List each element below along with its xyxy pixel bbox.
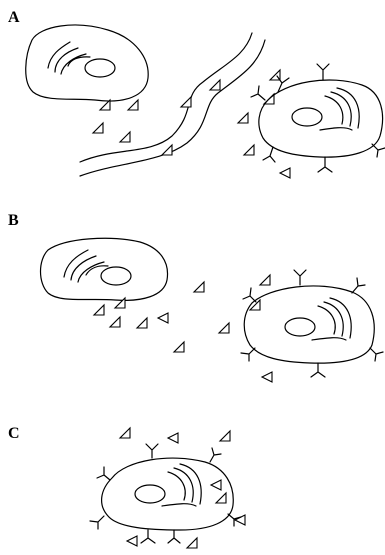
cell-membrane bbox=[259, 80, 383, 157]
signal-triangle bbox=[181, 97, 191, 107]
target-cell-b bbox=[241, 270, 383, 377]
golgi-icon bbox=[312, 298, 351, 340]
signal-triangle bbox=[120, 428, 130, 438]
golgi-icon bbox=[320, 88, 359, 130]
nucleus-icon bbox=[292, 108, 322, 126]
signal-triangle bbox=[120, 132, 130, 142]
receptor-icon bbox=[352, 278, 365, 293]
receptor-icon bbox=[141, 530, 155, 543]
signal-triangle bbox=[168, 433, 178, 443]
secreting-cell-a bbox=[26, 25, 148, 101]
receptor-icon bbox=[294, 270, 306, 285]
signal-triangle bbox=[216, 493, 226, 503]
panel-b: B bbox=[8, 212, 383, 382]
panel-c: C bbox=[8, 425, 245, 548]
signal-triangle bbox=[238, 113, 248, 123]
signal-triangle bbox=[235, 515, 245, 525]
receptor-icon bbox=[97, 467, 110, 480]
signal-triangle bbox=[174, 342, 184, 352]
signal-triangle bbox=[137, 318, 147, 328]
nucleus-icon bbox=[135, 485, 165, 503]
nucleus-icon bbox=[285, 318, 315, 336]
secreting-cell-b bbox=[41, 238, 168, 300]
signal-triangle bbox=[187, 538, 197, 548]
signal-molecules-a bbox=[93, 70, 290, 178]
signal-triangle bbox=[220, 431, 230, 441]
receptor-icon bbox=[90, 516, 104, 529]
signal-triangle bbox=[219, 323, 229, 333]
nucleus-icon bbox=[85, 59, 115, 77]
signal-triangle bbox=[162, 145, 172, 155]
receptor-icon bbox=[210, 448, 221, 462]
panel-label-b: B bbox=[8, 212, 19, 229]
signal-triangle bbox=[115, 298, 125, 308]
panel-label-a: A bbox=[8, 9, 20, 26]
receptor-icon bbox=[318, 157, 332, 172]
signal-triangle bbox=[94, 305, 104, 315]
signal-triangle bbox=[210, 80, 220, 90]
autocrine-cell bbox=[90, 444, 241, 543]
cell-membrane bbox=[244, 286, 374, 363]
panel-a: A bbox=[8, 9, 385, 178]
receptor-icon bbox=[317, 64, 329, 80]
signal-triangle bbox=[262, 372, 272, 382]
panel-label-c: C bbox=[8, 425, 20, 442]
signal-triangle bbox=[127, 536, 137, 546]
cell-membrane bbox=[102, 458, 234, 530]
receptor-icon bbox=[168, 530, 180, 543]
receptor-icon bbox=[251, 86, 265, 100]
signal-triangle bbox=[93, 123, 103, 133]
signal-triangle bbox=[110, 317, 120, 327]
receptor-icon bbox=[311, 363, 325, 377]
signal-molecules-b bbox=[94, 275, 272, 382]
golgi-icon bbox=[48, 42, 90, 74]
receptor-icon bbox=[370, 348, 383, 361]
signal-triangle bbox=[128, 100, 138, 110]
nucleus-icon bbox=[101, 267, 131, 285]
cell-membrane bbox=[41, 238, 168, 300]
signal-triangle bbox=[211, 480, 221, 490]
signal-triangle bbox=[194, 282, 204, 292]
signal-triangle bbox=[158, 313, 168, 323]
receptor-icon bbox=[146, 444, 158, 458]
signal-triangle bbox=[260, 275, 270, 285]
receptor-icon bbox=[372, 144, 385, 157]
golgi-icon bbox=[162, 464, 201, 506]
signal-triangle bbox=[244, 145, 254, 155]
receptor-icon bbox=[243, 288, 256, 302]
signal-triangle bbox=[280, 168, 290, 178]
receptor-icon bbox=[263, 147, 275, 162]
receptor-icon bbox=[241, 348, 255, 361]
